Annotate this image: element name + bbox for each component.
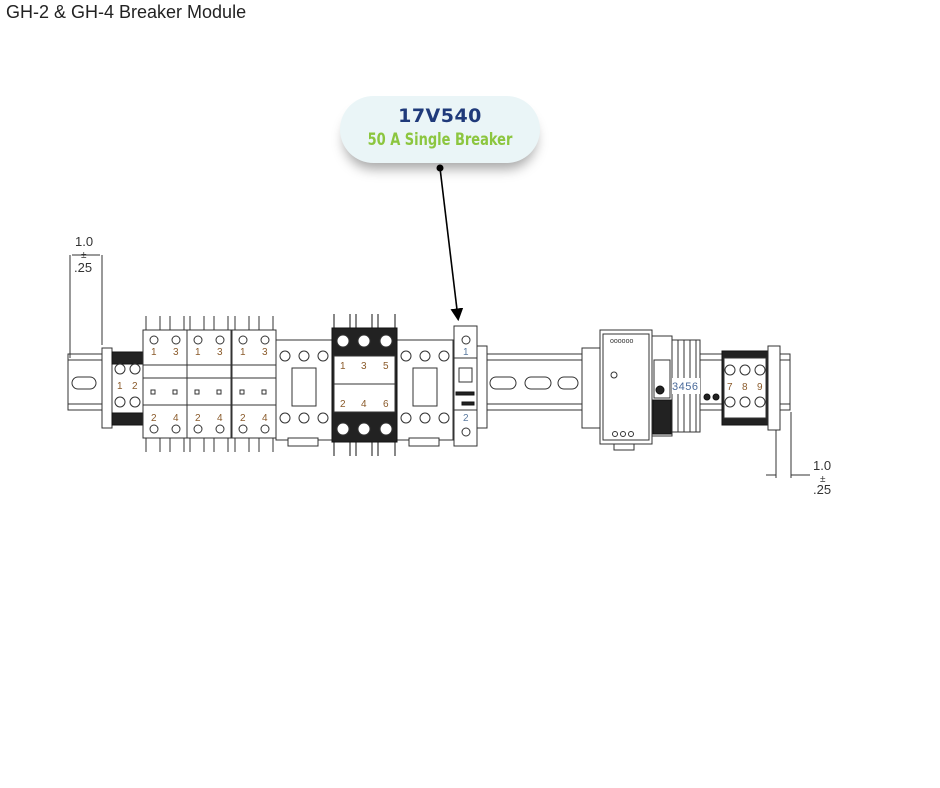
terminal-label: 2	[132, 381, 138, 392]
breaker-three-pole: 1 3 5 2 4 6	[331, 314, 398, 456]
breaker-label: 6	[383, 399, 389, 410]
breaker-label: 2	[340, 399, 346, 410]
breaker-label: 2	[240, 413, 246, 424]
breaker-label: 3	[262, 347, 268, 358]
dimension-value: 1.0	[75, 234, 93, 249]
relay-module: oooooo	[599, 329, 653, 451]
breaker-label: 2	[195, 413, 201, 424]
contactor-base-1	[275, 339, 333, 447]
breaker-label: 4	[361, 399, 367, 410]
breaker-label: 4	[173, 413, 179, 424]
terminal-block-right: 7 8 9	[721, 350, 769, 426]
contactor-base-2	[396, 339, 454, 447]
end-stop-left	[101, 347, 113, 429]
breaker-label: 5	[383, 361, 389, 372]
breaker-double-pole-2: 1 3 2 4	[186, 316, 232, 452]
breaker-label: 1	[340, 361, 346, 372]
dimension-left: 1.0 ± .25	[69, 234, 103, 358]
terminal-label: 9	[757, 382, 763, 393]
terminal-label: 1	[117, 381, 123, 392]
dimension-pm: ±	[820, 474, 826, 485]
fuse-module	[651, 335, 673, 437]
terminal-label: 8	[742, 382, 748, 393]
callout-part-number: 17V540	[398, 105, 482, 127]
breaker-label: 3	[361, 361, 367, 372]
end-stop-mid	[476, 345, 488, 429]
breaker-label: 3	[217, 347, 223, 358]
end-stop-right-2	[767, 345, 781, 431]
single-breaker-17v540: 1 2	[453, 325, 478, 447]
led-row: oooooo	[610, 338, 633, 345]
dimension-tolerance: .25	[74, 260, 92, 275]
breaker-label: 1	[240, 347, 246, 358]
breaker-label: 2	[151, 413, 157, 424]
breaker-label: 2	[463, 413, 469, 424]
callout-bubble: 17V540 50 A Single Breaker	[340, 96, 540, 163]
terminal-block-mid: 3456	[671, 339, 720, 433]
breaker-label: 1	[151, 347, 157, 358]
callout-description: 50 A Single Breaker	[367, 130, 513, 150]
callout-pointer	[436, 164, 464, 322]
breaker-label: 1	[463, 347, 469, 358]
terminal-block-left: 1 2	[111, 351, 144, 426]
breaker-label: 4	[217, 413, 223, 424]
dimension-tolerance: .25	[813, 482, 831, 497]
breaker-label: 4	[262, 413, 268, 424]
breaker-double-pole-3: 1 3 2 4	[231, 316, 277, 452]
dimension-right: 1.0 ± .25	[766, 412, 831, 497]
end-stop-right-1	[581, 347, 601, 429]
breaker-double-pole-1: 1 3 2 4	[142, 316, 188, 452]
terminal-label: 7	[727, 382, 733, 393]
dimension-value: 1.0	[813, 458, 831, 473]
terminal-label: 3456	[672, 381, 698, 393]
breaker-label: 3	[173, 347, 179, 358]
page-title: GH-2 & GH-4 Breaker Module	[6, 2, 247, 22]
dimension-pm: ±	[81, 250, 87, 261]
breaker-label: 1	[195, 347, 201, 358]
